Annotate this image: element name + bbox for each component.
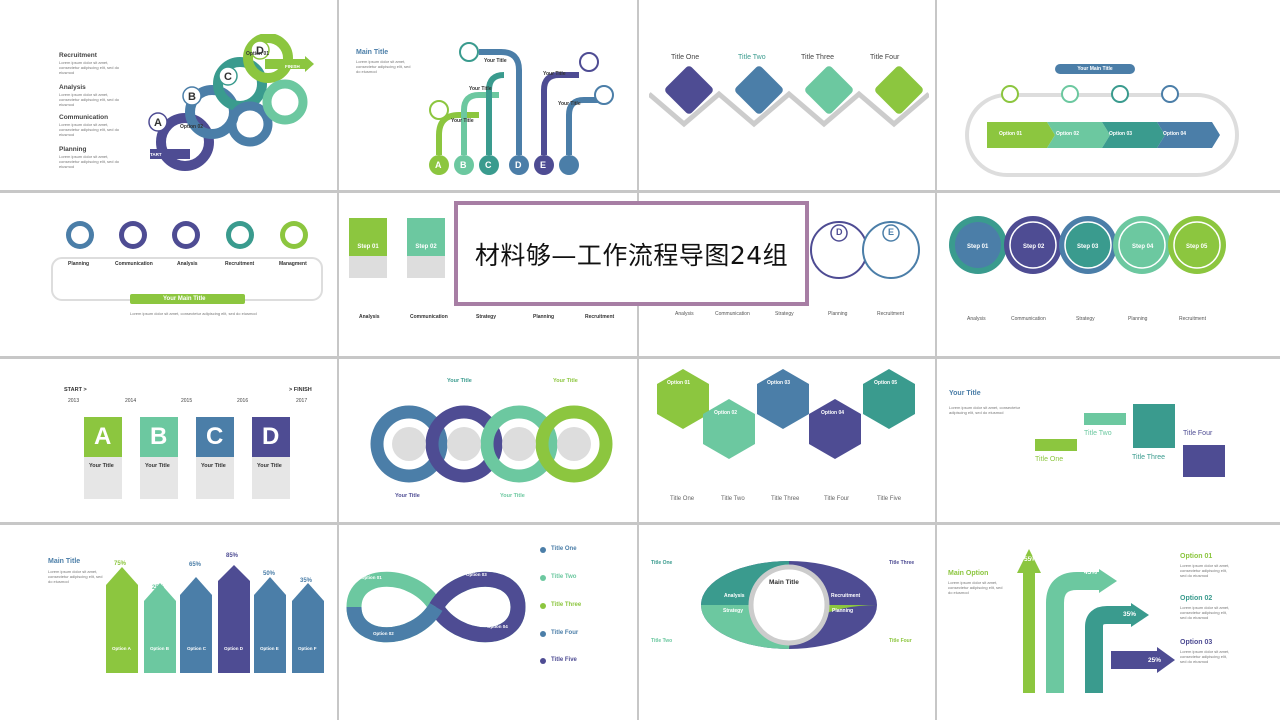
eye-diagram xyxy=(701,561,877,649)
slide-16[interactable]: Main Option Lorem ipsum dolor sit amet, … xyxy=(937,525,1280,720)
slide-9[interactable]: START > > FINISH 2013 2014 2015 2016 201… xyxy=(0,359,337,522)
timeline-pins xyxy=(51,221,323,304)
slide-10[interactable]: Your Title Your Title Your Title Your Ti… xyxy=(339,359,637,522)
svg-text:D: D xyxy=(256,45,264,57)
slide-3[interactable]: Title One Title Two Title Three Title Fo… xyxy=(639,0,935,190)
slide-11[interactable]: Option 01 Option 02 Option 03 Option 04 … xyxy=(639,359,935,522)
slide-13[interactable]: Main Title Lorem ipsum dolor sit amet, c… xyxy=(0,525,337,720)
bent-arrows xyxy=(1017,549,1175,693)
slide-2[interactable]: Main Title Lorem ipsum dolor sit amet, c… xyxy=(339,0,637,190)
slide-12[interactable]: Your Title Lorem ipsum dolor sit amet, c… xyxy=(937,359,1280,522)
loop-diagram: A B C D xyxy=(148,34,314,171)
slide-14[interactable]: Option 01 Option 02 Option 03 Option 04 … xyxy=(339,525,637,720)
slide-5[interactable]: Planning Communication Analysis Recruitm… xyxy=(0,193,337,356)
tree-diagram xyxy=(429,42,614,175)
letter-circles xyxy=(810,221,920,279)
item-communication: Communication xyxy=(59,114,109,121)
infinity-loop xyxy=(346,571,526,643)
slide-8[interactable]: Step 01 Step 02 Step 03 Step 04 Step 05 … xyxy=(937,193,1280,356)
item-analysis: Analysis xyxy=(59,84,86,91)
hex-grid xyxy=(657,369,915,459)
banner-title: 材料够—工作流程导图24组 xyxy=(454,201,809,306)
diamond-chain xyxy=(649,66,929,128)
svg-text:C: C xyxy=(224,71,232,83)
step-rings xyxy=(949,216,1226,274)
item-recruitment: Recruitment xyxy=(59,52,97,59)
arrow-bars xyxy=(106,565,324,673)
option-cycle xyxy=(965,85,1239,177)
slide-4[interactable]: Your Main Title Option 01 Option 02 Opti… xyxy=(937,0,1280,190)
ring-chain xyxy=(370,405,613,483)
slide-1[interactable]: Recruitment Lorem ipsum dolor sit amet, … xyxy=(0,0,337,190)
item-planning: Planning xyxy=(59,146,87,153)
slide-15[interactable]: Main Title Analysis Strategy Recruitment… xyxy=(639,525,935,720)
svg-text:B: B xyxy=(188,91,196,103)
svg-text:A: A xyxy=(154,117,162,129)
